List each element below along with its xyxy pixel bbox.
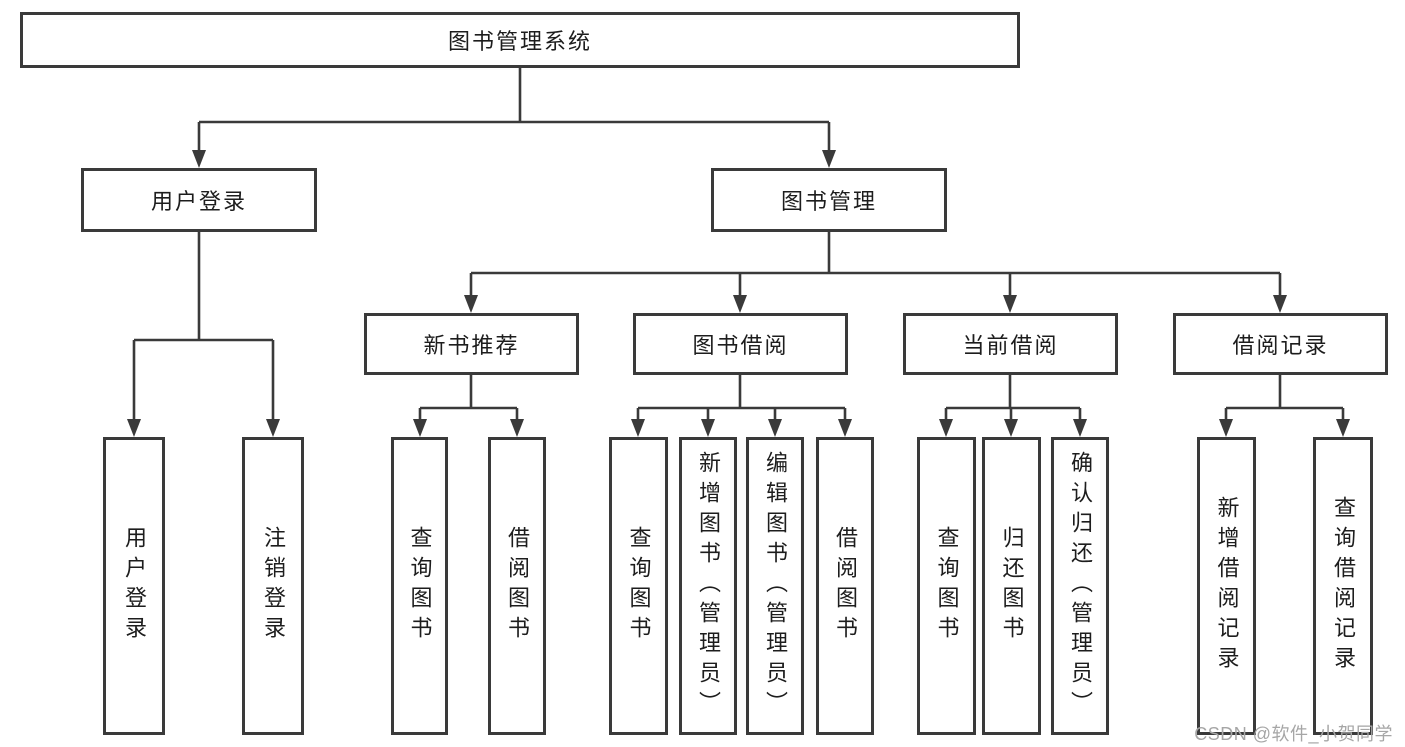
node-leaf-return-book: 归还图书 — [982, 437, 1041, 735]
arrow-down-icon — [1073, 419, 1087, 437]
node-label: 图书借阅 — [692, 333, 789, 358]
node-label: 归还图书 — [999, 526, 1025, 646]
node-leaf-edit-book-admin: 编辑图书（管理员） — [746, 437, 804, 735]
node-leaf-query-books-2: 查询图书 — [609, 437, 668, 735]
node-label: 确认归还（管理员） — [1068, 451, 1093, 721]
arrow-down-icon — [192, 150, 206, 168]
node-label: 查询图书 — [407, 526, 433, 646]
node-label: 新增借阅记录 — [1214, 496, 1240, 676]
connector-path — [132, 232, 275, 421]
arrow-down-icon — [1273, 295, 1287, 313]
node-label: 图书管理 — [780, 189, 877, 214]
arrow-down-icon — [266, 419, 280, 437]
connector-path — [1224, 375, 1345, 421]
node-label: 注销登录 — [261, 526, 286, 646]
node-leaf-add-book-admin: 新增图书（管理员） — [679, 437, 737, 735]
connector-path — [469, 232, 1282, 297]
node-label: 图书管理系统 — [447, 29, 592, 54]
node-branch-book-mgmt: 图书管理 — [711, 168, 947, 232]
node-leaf-logout: 注销登录 — [242, 437, 304, 735]
node-label: 用户登录 — [122, 526, 147, 646]
node-leaf-borrow-books-1: 借阅图书 — [488, 437, 546, 735]
node-label: 编辑图书（管理员） — [763, 451, 788, 721]
node-label: 借阅图书 — [505, 526, 530, 646]
node-label: 借阅图书 — [833, 526, 858, 646]
node-leaf-user-login: 用户登录 — [103, 437, 165, 735]
connector-path — [418, 375, 519, 421]
arrow-down-icon — [838, 419, 852, 437]
node-leaf-add-borrow-record: 新增借阅记录 — [1197, 437, 1256, 735]
arrow-down-icon — [464, 295, 478, 313]
node-branch-user-login: 用户登录 — [81, 168, 317, 232]
connector-path — [944, 375, 1082, 421]
arrow-down-icon — [768, 419, 782, 437]
node-module-borrow-records: 借阅记录 — [1173, 313, 1388, 375]
node-label: 查询图书 — [626, 526, 652, 646]
node-label: 查询借阅记录 — [1331, 496, 1356, 676]
arrow-down-icon — [939, 419, 953, 437]
node-label: 新书推荐 — [423, 333, 520, 358]
watermark: CSDN @软件_小贺同学 — [1194, 724, 1393, 744]
arrow-down-icon — [413, 419, 427, 437]
arrow-down-icon — [701, 419, 715, 437]
arrow-down-icon — [1219, 419, 1233, 437]
arrow-down-icon — [1004, 419, 1018, 437]
connector-path — [197, 68, 831, 152]
node-label: 用户登录 — [150, 189, 247, 214]
node-label: 新增图书（管理员） — [696, 451, 721, 721]
node-label: 当前借阅 — [962, 333, 1059, 358]
arrow-down-icon — [1003, 295, 1017, 313]
arrow-down-icon — [631, 419, 645, 437]
arrow-down-icon — [127, 419, 141, 437]
arrow-down-icon — [1336, 419, 1350, 437]
node-leaf-query-borrow-record: 查询借阅记录 — [1313, 437, 1373, 735]
node-module-new-book-rec: 新书推荐 — [364, 313, 579, 375]
connector-path — [636, 375, 847, 421]
arrow-down-icon — [822, 150, 836, 168]
node-label: 查询图书 — [934, 526, 960, 646]
node-leaf-confirm-return-admin: 确认归还（管理员） — [1051, 437, 1109, 735]
node-root-system: 图书管理系统 — [20, 12, 1020, 68]
node-module-current-borrow: 当前借阅 — [903, 313, 1118, 375]
node-leaf-query-books-3: 查询图书 — [917, 437, 976, 735]
node-module-book-borrow: 图书借阅 — [633, 313, 848, 375]
arrow-down-icon — [733, 295, 747, 313]
node-leaf-query-books-1: 查询图书 — [391, 437, 448, 735]
node-leaf-borrow-books-2: 借阅图书 — [816, 437, 874, 735]
arrow-down-icon — [510, 419, 524, 437]
node-label: 借阅记录 — [1232, 333, 1329, 358]
